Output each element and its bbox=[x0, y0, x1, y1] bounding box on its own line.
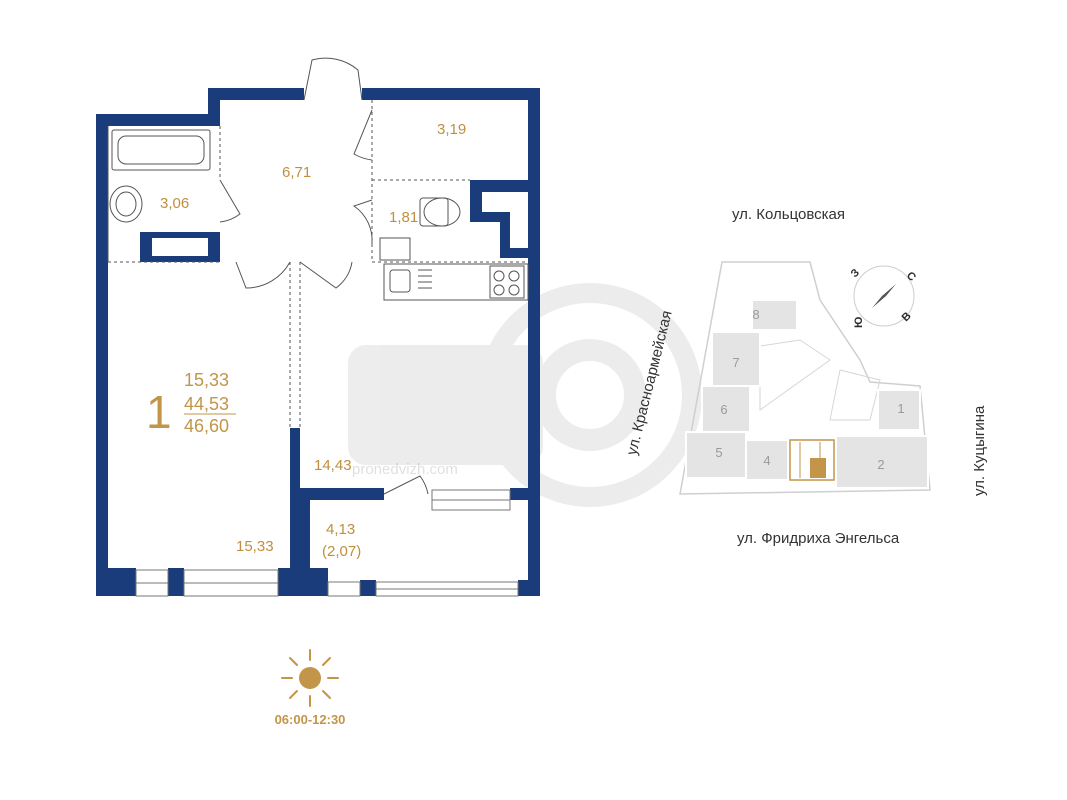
sun-icon bbox=[281, 649, 339, 707]
compass-south: Ю bbox=[853, 317, 865, 328]
building-number-2: 2 bbox=[877, 457, 884, 472]
washbasin bbox=[109, 185, 143, 223]
fixtures bbox=[109, 129, 529, 301]
kitchen-living-area: 14,43 bbox=[314, 457, 352, 474]
building-6 bbox=[701, 385, 751, 433]
toilet-area: 1,81 bbox=[389, 209, 418, 226]
cooktop bbox=[489, 265, 525, 299]
rooms-count: 1 bbox=[146, 386, 172, 438]
total-area: 44,53 bbox=[184, 394, 229, 414]
toilet-tank bbox=[419, 197, 449, 227]
bathroom-area: 3,06 bbox=[160, 195, 189, 212]
interior-lines bbox=[107, 57, 528, 495]
balcony-area: 4,13 bbox=[326, 521, 355, 538]
street-east: ул. Куцыгина bbox=[971, 405, 988, 496]
building-number-4: 4 bbox=[763, 453, 770, 468]
building-8 bbox=[751, 299, 798, 331]
total-area-with-balcony: 46,60 bbox=[184, 416, 229, 436]
walls bbox=[96, 88, 540, 596]
building-number-8: 8 bbox=[752, 307, 759, 322]
storage-area: 3,19 bbox=[437, 121, 466, 138]
street-south: ул. Фридриха Энгельса bbox=[737, 530, 900, 547]
building-number-1: 1 bbox=[897, 401, 904, 416]
compass-east: В bbox=[900, 310, 914, 324]
current-building bbox=[789, 439, 835, 481]
room-labels: 3,06 6,71 3,19 1,81 14,43 15,33 4,13 (2,… bbox=[160, 121, 466, 560]
site-plan: 1 2 4 5 6 7 8 ул. Кольцовская ул. Фридри… bbox=[623, 206, 988, 547]
building-1 bbox=[877, 389, 921, 431]
street-north: ул. Кольцовская bbox=[732, 206, 845, 223]
building-number-6: 6 bbox=[720, 402, 727, 417]
hall-area: 6,71 bbox=[282, 164, 311, 181]
insolation-time: 06:00-12:30 bbox=[275, 712, 346, 727]
balcony-area-reduced: (2,07) bbox=[322, 543, 361, 560]
building-number-7: 7 bbox=[732, 355, 739, 370]
kitchen-sink bbox=[389, 269, 411, 293]
apartment-summary: 1 15,33 44,53 46,60 bbox=[146, 370, 236, 438]
building-4 bbox=[745, 439, 789, 481]
toilet-bowl bbox=[423, 197, 461, 227]
building-number-5: 5 bbox=[715, 445, 722, 460]
compass-icon: С В Ю З bbox=[849, 265, 918, 328]
small-sink bbox=[379, 237, 411, 261]
compass-north: С bbox=[904, 270, 918, 284]
watermark-site: pronedvizh.com bbox=[352, 461, 458, 478]
watermark bbox=[348, 283, 702, 507]
kitchen-counter bbox=[383, 263, 529, 301]
bedroom-area: 15,33 bbox=[236, 538, 274, 555]
living-area: 15,33 bbox=[184, 370, 229, 390]
building-5 bbox=[685, 431, 747, 479]
windows bbox=[135, 489, 519, 597]
bathtub bbox=[111, 129, 211, 171]
building-2 bbox=[835, 435, 929, 489]
